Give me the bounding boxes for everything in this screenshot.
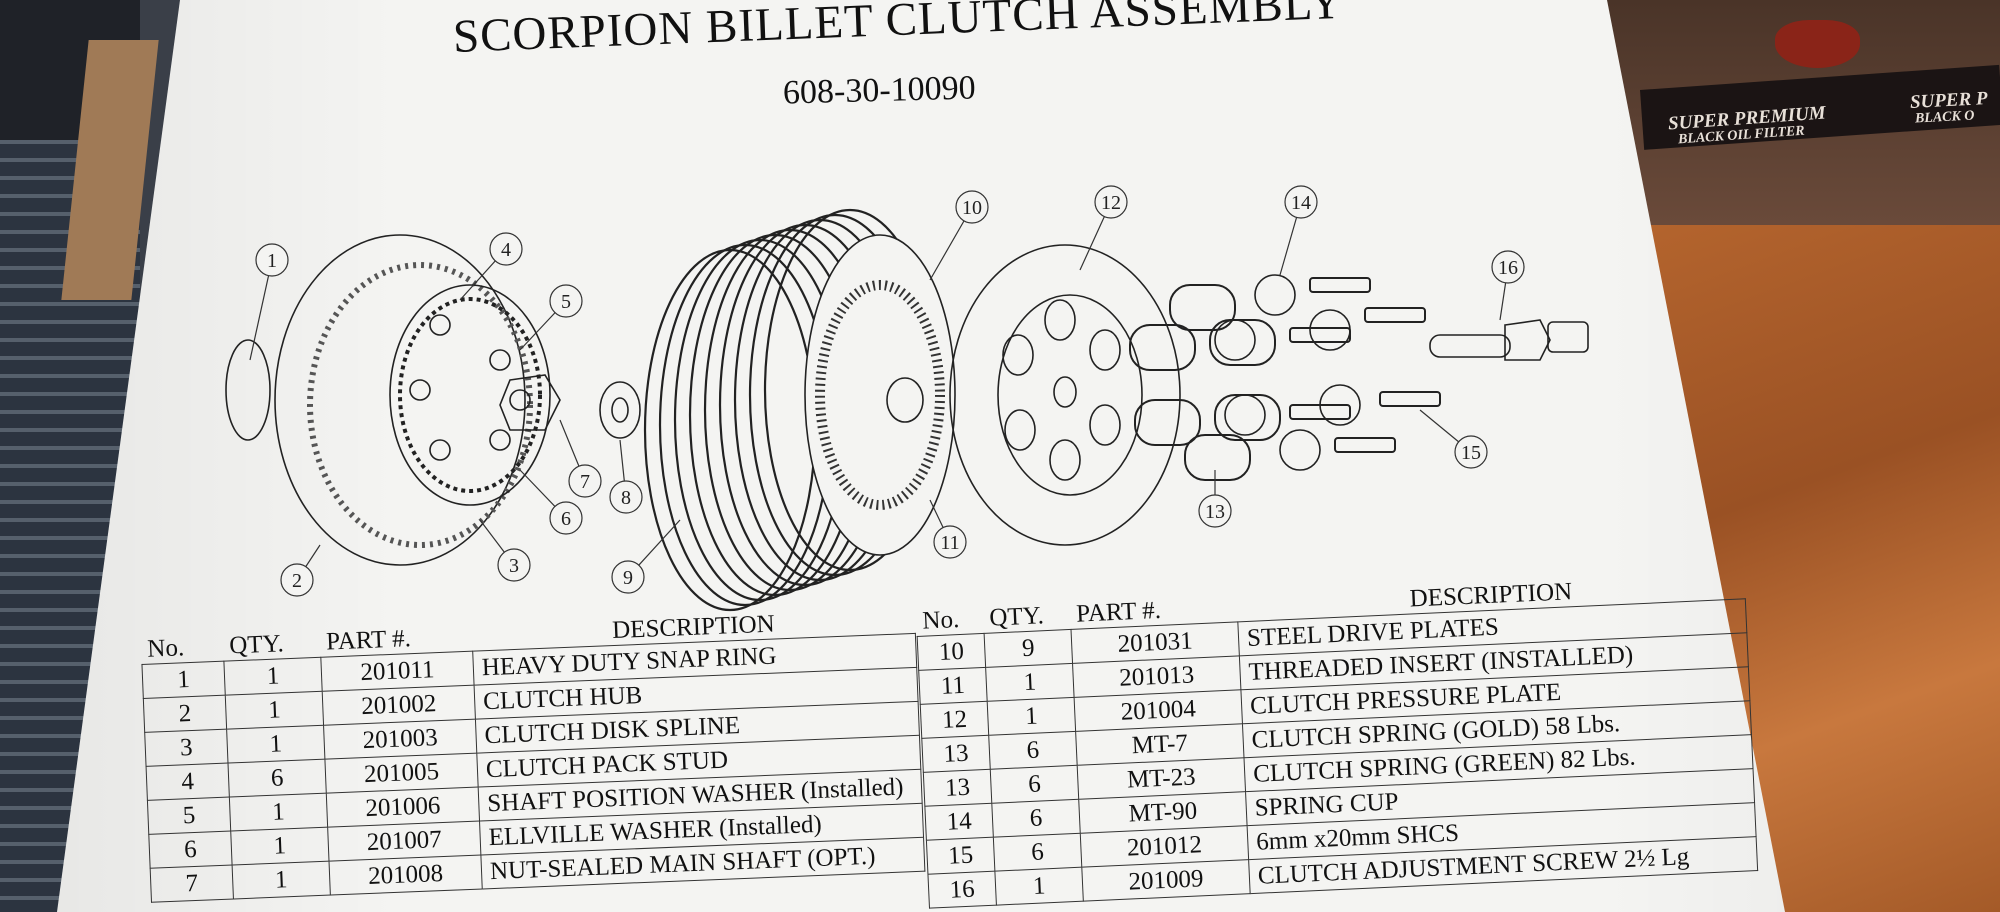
callout-3: 3 xyxy=(479,519,531,582)
callout-label: 5 xyxy=(561,291,571,313)
col-qty: QTY. xyxy=(228,630,285,660)
disk-spline xyxy=(389,284,551,506)
cell-no: 2 xyxy=(143,695,227,733)
cell-qty: 6 xyxy=(990,765,1079,804)
callout-label: 14 xyxy=(1291,192,1311,214)
nut xyxy=(499,374,561,431)
callout-label: 13 xyxy=(1205,501,1225,523)
callout-1: 1 xyxy=(249,243,289,361)
cell-qty: 1 xyxy=(223,657,323,696)
cell-qty: 1 xyxy=(230,827,330,865)
cell-qty: 1 xyxy=(225,691,324,730)
callout-12: 12 xyxy=(1079,185,1128,271)
callout-16: 16 xyxy=(1491,250,1525,321)
harley-logo xyxy=(1775,20,1860,68)
cell-no: 15 xyxy=(926,837,995,875)
callout-label: 10 xyxy=(962,197,982,219)
pressure-plate xyxy=(949,244,1181,546)
callout-2: 2 xyxy=(280,544,321,597)
callout-15: 15 xyxy=(1419,409,1488,469)
callout-label: 1 xyxy=(267,250,277,272)
callout-10: 10 xyxy=(929,190,989,281)
cell-qty: 9 xyxy=(984,629,1073,668)
callout-6: 6 xyxy=(519,469,583,535)
adjustment-screw xyxy=(1429,319,1589,361)
cell-no: 13 xyxy=(923,769,992,807)
cell-no: 12 xyxy=(920,701,989,739)
snap-ring xyxy=(225,339,271,441)
callout-label: 16 xyxy=(1498,257,1518,279)
cell-qty: 1 xyxy=(229,793,328,832)
threaded-insert xyxy=(886,377,924,423)
screws xyxy=(1289,277,1441,453)
cell-qty: 1 xyxy=(226,725,325,764)
callout-label: 9 xyxy=(623,567,633,589)
cell-qty: 6 xyxy=(991,799,1081,838)
callout-label: 4 xyxy=(501,239,511,261)
cell-no: 3 xyxy=(144,729,228,767)
cell-no: 4 xyxy=(146,763,230,801)
cell-no: 6 xyxy=(148,831,233,869)
callout-11: 11 xyxy=(929,499,967,559)
callout-5: 5 xyxy=(519,284,583,351)
spring-cups xyxy=(1214,274,1361,471)
cell-part: 201009 xyxy=(1081,859,1251,902)
callout-14: 14 xyxy=(1279,185,1318,276)
callout-4: 4 xyxy=(459,232,523,301)
cell-no: 14 xyxy=(924,803,994,841)
callout-label: 8 xyxy=(621,487,631,509)
cell-part: 201008 xyxy=(329,855,483,896)
callout-9: 9 xyxy=(611,519,681,594)
cell-qty: 6 xyxy=(227,759,327,798)
cell-no: 13 xyxy=(921,735,991,773)
col-no: No. xyxy=(146,634,185,663)
callout-label: 6 xyxy=(561,508,571,530)
callout-label: 12 xyxy=(1101,192,1121,214)
callout-8: 8 xyxy=(609,439,643,514)
cell-no: 11 xyxy=(918,667,988,705)
cell-qty: 6 xyxy=(988,731,1078,770)
clutch-hub xyxy=(274,234,526,566)
col-no: No. xyxy=(921,606,960,635)
cell-qty: 1 xyxy=(232,861,331,899)
callout-label: 2 xyxy=(292,570,302,592)
callout-13: 13 xyxy=(1198,470,1232,528)
cell-no: 1 xyxy=(141,661,226,699)
col-qty: QTY. xyxy=(988,602,1045,632)
cell-qty: 1 xyxy=(987,697,1076,736)
callout-label: 3 xyxy=(509,555,519,577)
callout-label: 11 xyxy=(940,532,959,554)
cell-no: 5 xyxy=(147,797,231,835)
springs xyxy=(1129,284,1281,481)
callout-label: 15 xyxy=(1461,442,1481,464)
cell-qty: 6 xyxy=(993,833,1082,872)
cell-qty: 1 xyxy=(985,663,1075,702)
callout-7: 7 xyxy=(559,419,602,498)
callout-label: 7 xyxy=(580,471,590,493)
col-part: PART #. xyxy=(325,625,412,656)
washer xyxy=(599,381,641,439)
cell-no: 7 xyxy=(150,864,234,903)
cell-qty: 1 xyxy=(994,867,1084,906)
cell-no: 16 xyxy=(927,871,997,909)
cell-no: 10 xyxy=(917,633,986,671)
